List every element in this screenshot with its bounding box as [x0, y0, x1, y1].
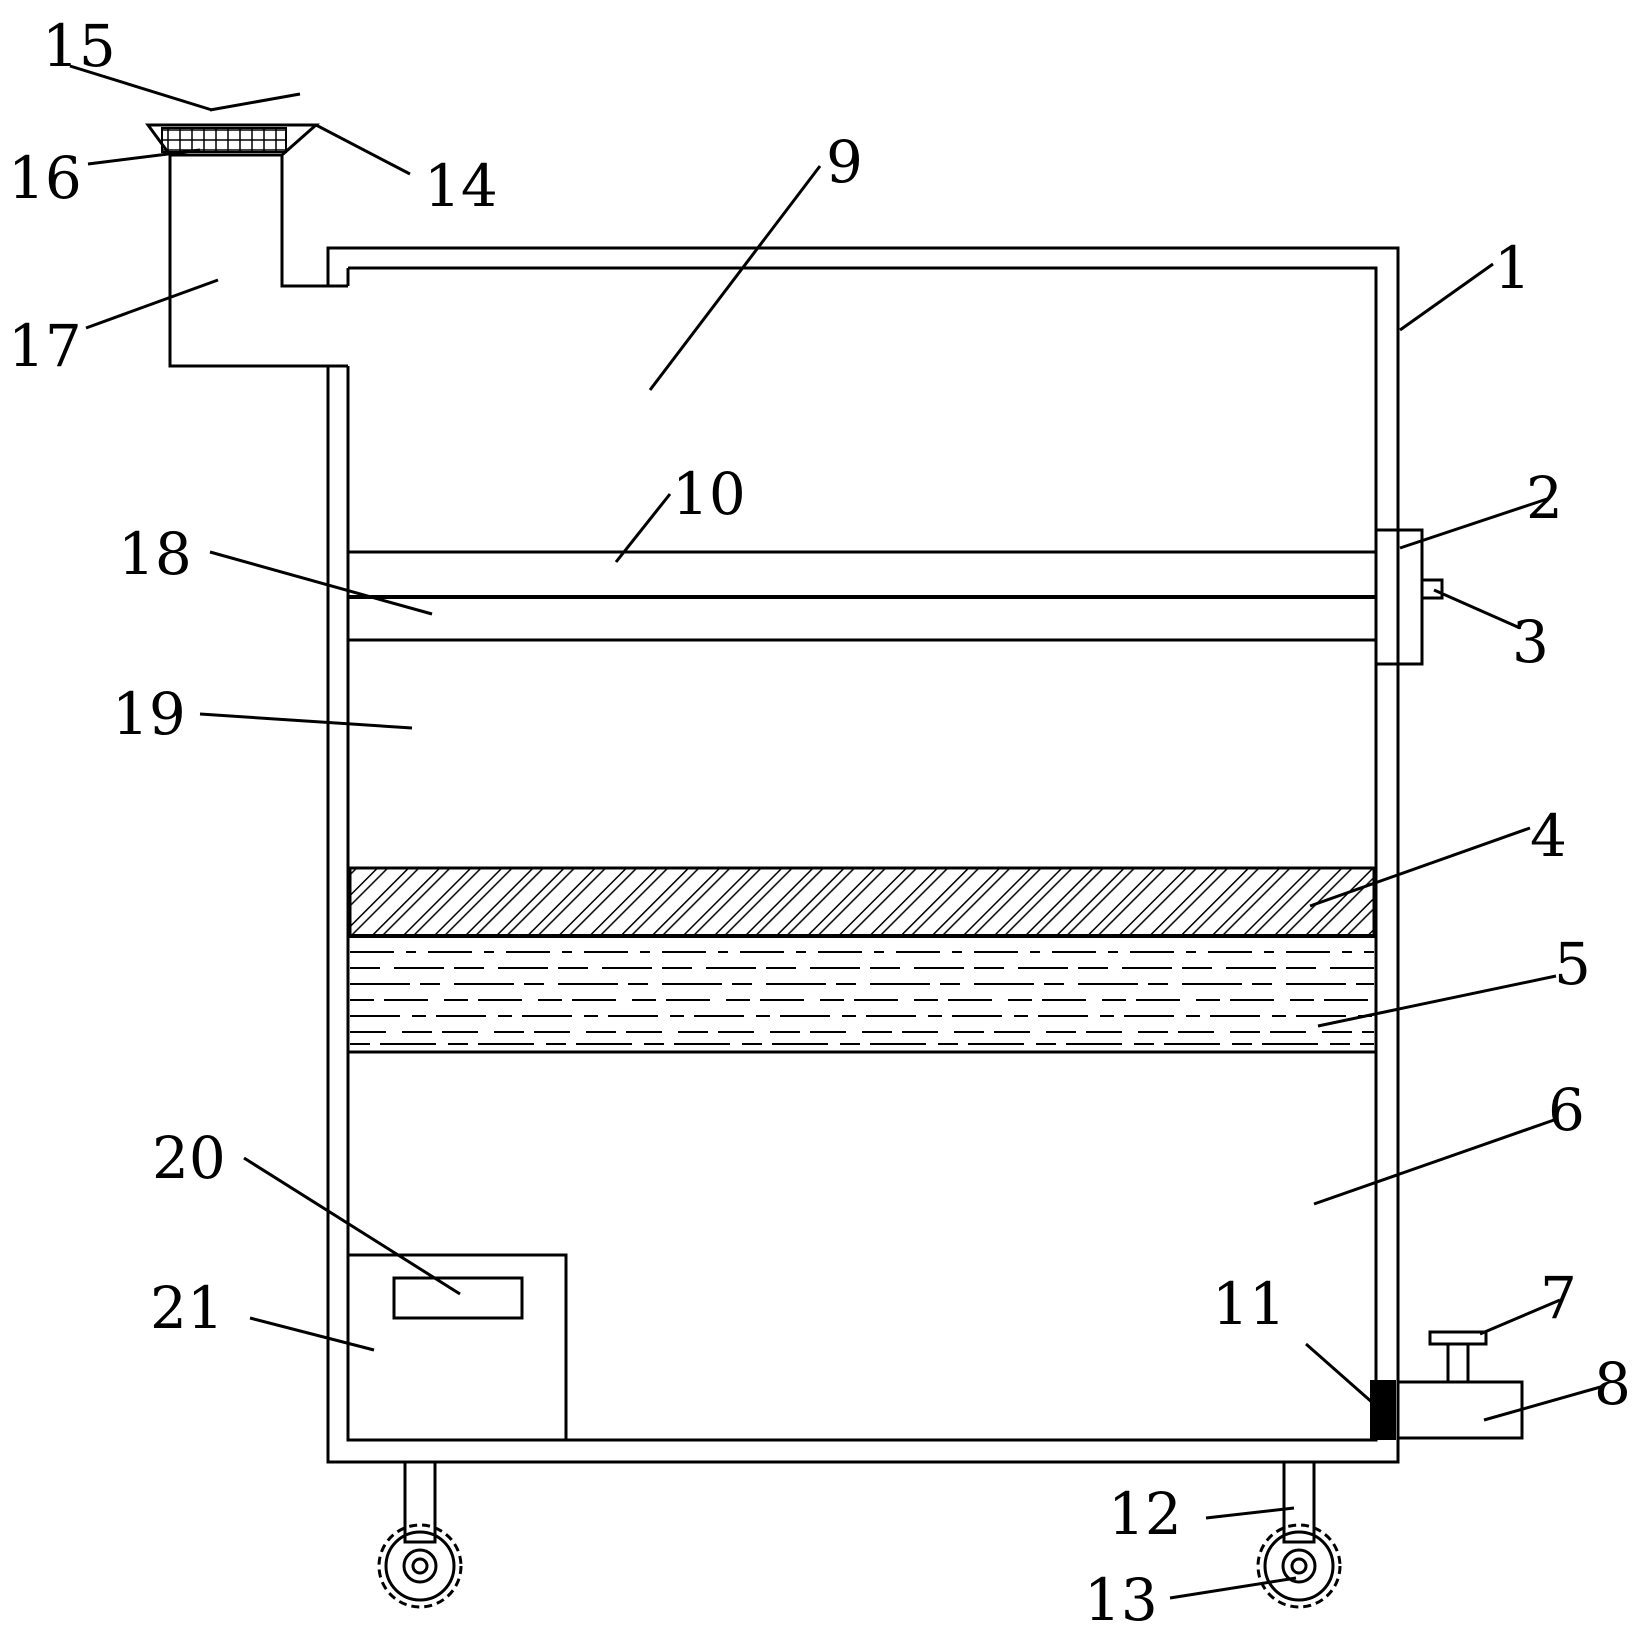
feed-funnel — [145, 92, 320, 157]
label-3: 3 — [1512, 608, 1549, 676]
filter-layer-hatched — [348, 866, 1376, 938]
control-box — [346, 1253, 568, 1442]
label-9: 9 — [826, 128, 863, 196]
label-15: 15 — [42, 12, 116, 80]
label-12: 12 — [1108, 1480, 1182, 1548]
label-19: 19 — [112, 680, 186, 748]
label-11: 11 — [1212, 1270, 1286, 1338]
part-labels: 15 16 14 17 9 1 10 18 2 3 19 4 5 6 20 21… — [8, 12, 1631, 1634]
label-20: 20 — [152, 1124, 226, 1192]
label-1: 1 — [1494, 234, 1531, 302]
housing-outer — [168, 153, 1400, 1464]
label-16: 16 — [8, 144, 82, 212]
filter-layer-dashed — [348, 951, 1376, 1054]
side-handle — [1374, 528, 1444, 666]
label-5: 5 — [1554, 930, 1591, 998]
label-7: 7 — [1540, 1264, 1577, 1332]
label-21: 21 — [150, 1274, 224, 1342]
wheel-left — [377, 1460, 463, 1609]
label-17: 17 — [8, 312, 82, 380]
partition-plate — [348, 550, 1376, 642]
label-13: 13 — [1084, 1566, 1158, 1634]
label-4: 4 — [1530, 802, 1567, 870]
label-18: 18 — [118, 520, 192, 588]
label-10: 10 — [672, 460, 746, 528]
label-8: 8 — [1594, 1350, 1631, 1418]
label-6: 6 — [1548, 1076, 1585, 1144]
drain-outlet — [1370, 1330, 1524, 1440]
label-2: 2 — [1526, 464, 1563, 532]
leader-lines — [69, 64, 1605, 1600]
wheel-right — [1256, 1460, 1342, 1609]
label-14: 14 — [424, 152, 498, 220]
